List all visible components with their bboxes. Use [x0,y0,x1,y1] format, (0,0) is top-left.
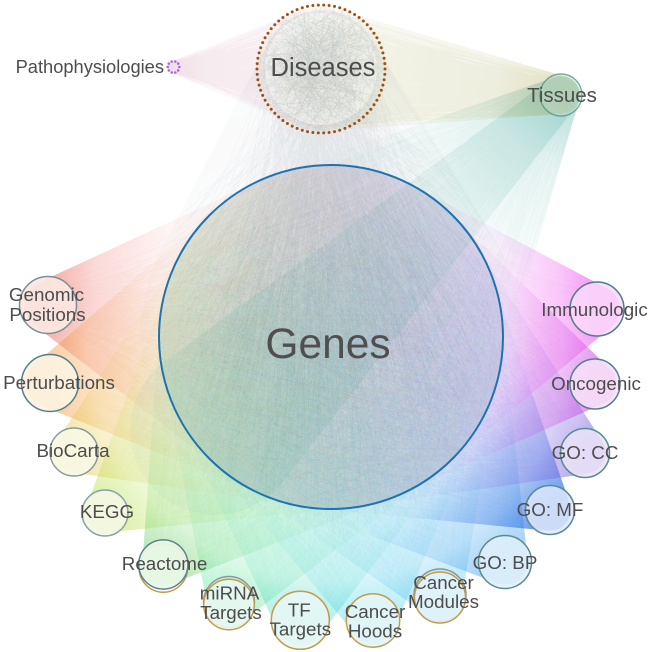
svg-text:Tissues: Tissues [527,84,597,107]
svg-text:Perturbations: Perturbations [3,372,115,393]
svg-text:Positions: Positions [9,304,85,325]
svg-text:miRNA: miRNA [200,583,260,604]
svg-text:BioCarta: BioCarta [36,440,110,461]
svg-text:KEGG: KEGG [80,501,134,522]
svg-text:Cancer: Cancer [413,572,474,593]
svg-text:Targets: Targets [270,619,332,640]
svg-text:Oncogenic: Oncogenic [551,373,641,394]
svg-text:GO: MF: GO: MF [517,499,584,520]
svg-text:Diseases: Diseases [271,54,376,82]
svg-text:GO: BP: GO: BP [473,552,538,573]
svg-text:Cancer: Cancer [345,601,406,622]
svg-text:Hoods: Hoods [348,621,402,642]
svg-text:TF: TF [288,600,311,621]
svg-text:Reactome: Reactome [122,553,208,574]
svg-text:Pathophysiologies: Pathophysiologies [16,56,164,77]
svg-text:Targets: Targets [200,602,262,623]
svg-text:Modules: Modules [408,591,479,612]
svg-text:GO: CC: GO: CC [552,442,619,463]
svg-text:Genomic: Genomic [9,284,84,305]
svg-text:Immunologic: Immunologic [541,299,647,320]
svg-text:Genes: Genes [265,321,390,368]
